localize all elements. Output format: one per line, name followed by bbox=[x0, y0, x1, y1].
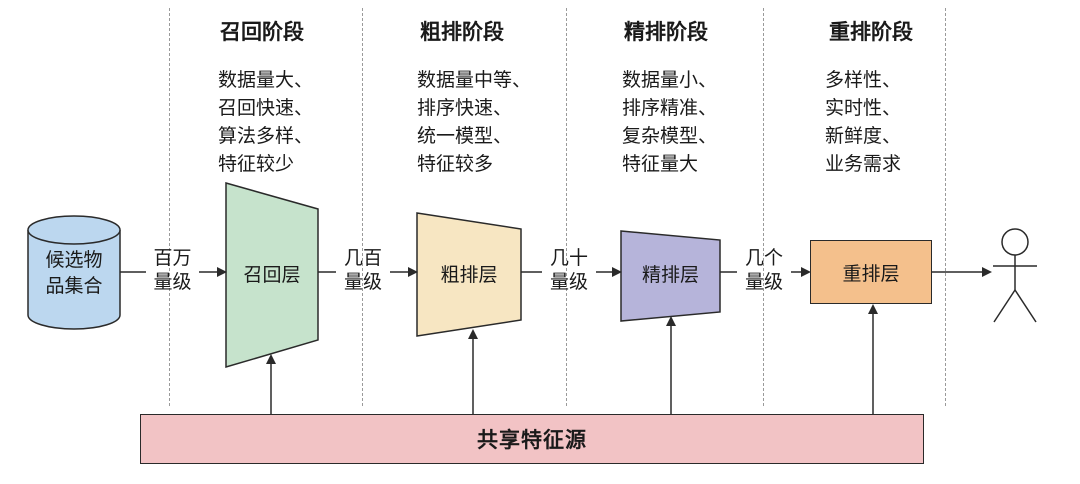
candidate-db-line: 候选物 bbox=[45, 249, 103, 271]
stage-desc-rerank: 多样性、 实时性、 新鲜度、 业务需求 bbox=[825, 66, 901, 178]
fine-layer-shape bbox=[620, 230, 721, 322]
rerank-layer-label: 重排层 bbox=[842, 262, 900, 285]
recall-layer-shape bbox=[225, 182, 319, 369]
stage-desc-line: 排序精准、 bbox=[622, 97, 718, 119]
edge-label-line: 量级 bbox=[549, 271, 588, 293]
stage-desc-line: 召回快速、 bbox=[218, 97, 314, 119]
stage-desc-line: 数据量大、 bbox=[218, 69, 314, 91]
stage-divider bbox=[362, 8, 363, 406]
stage-desc-line: 实时性、 bbox=[825, 97, 902, 119]
stage-desc-line: 复杂模型、 bbox=[622, 125, 718, 147]
stage-desc-fine: 数据量小、 排序精准、 复杂模型、 特征量大 bbox=[622, 66, 717, 178]
rerank-layer-box: 重排层 bbox=[810, 240, 932, 304]
edge-label-line: 几个 bbox=[744, 247, 783, 269]
fine-layer-label: 精排层 bbox=[641, 264, 699, 286]
shared-feature-source-label: 共享特征源 bbox=[477, 428, 587, 452]
coarse-layer-shape bbox=[416, 212, 522, 337]
stage-title-rerank: 重排阶段 bbox=[829, 20, 913, 44]
candidate-db-label: 候选物 品集合 bbox=[34, 247, 114, 299]
edge-label-fine-input: 几十 量级 bbox=[542, 246, 596, 294]
stage-title-coarse: 粗排阶段 bbox=[420, 20, 504, 44]
stage-desc-line: 特征量大 bbox=[622, 153, 699, 175]
stage-desc-coarse: 数据量中等、 排序快速、 统一模型、 特征较多 bbox=[417, 66, 531, 178]
stage-desc-line: 统一模型、 bbox=[417, 125, 513, 147]
edge-label-line: 百万 bbox=[153, 247, 192, 269]
candidate-db-line: 品集合 bbox=[45, 275, 103, 297]
stage-desc-line: 数据量中等、 bbox=[417, 69, 532, 91]
stage-divider bbox=[169, 8, 170, 406]
stage-desc-line: 多样性、 bbox=[825, 69, 902, 91]
stage-desc-line: 算法多样、 bbox=[218, 125, 314, 147]
stage-divider bbox=[945, 8, 946, 406]
edge-label-line: 量级 bbox=[343, 271, 382, 293]
edge-label-line: 几百 bbox=[343, 247, 382, 269]
user-icon bbox=[993, 228, 1037, 323]
recall-layer-label: 召回层 bbox=[243, 264, 301, 286]
stage-divider bbox=[566, 8, 567, 406]
shared-feature-source-bar: 共享特征源 bbox=[140, 414, 924, 464]
stage-desc-line: 新鲜度、 bbox=[825, 125, 902, 147]
stage-desc-recall: 数据量大、 召回快速、 算法多样、 特征较少 bbox=[218, 66, 313, 178]
stage-title-recall: 召回阶段 bbox=[220, 20, 304, 44]
stage-desc-line: 业务需求 bbox=[825, 153, 902, 175]
stage-desc-line: 特征较多 bbox=[417, 153, 494, 175]
edge-label-line: 量级 bbox=[153, 271, 192, 293]
stage-title-fine: 精排阶段 bbox=[624, 20, 708, 44]
edge-label-line: 量级 bbox=[744, 271, 783, 293]
stage-desc-line: 数据量小、 bbox=[622, 69, 718, 91]
edge-label-rerank-input: 几个 量级 bbox=[737, 246, 791, 294]
edge-label-line: 几十 bbox=[549, 247, 588, 269]
database-icon bbox=[27, 215, 121, 330]
stage-desc-line: 特征较少 bbox=[218, 153, 295, 175]
stage-divider bbox=[763, 8, 764, 406]
edge-label-coarse-input: 几百 量级 bbox=[336, 246, 390, 294]
coarse-layer-label: 粗排层 bbox=[440, 264, 498, 286]
edge-label-recall-input: 百万 量级 bbox=[146, 246, 199, 294]
stage-desc-line: 排序快速、 bbox=[417, 97, 513, 119]
